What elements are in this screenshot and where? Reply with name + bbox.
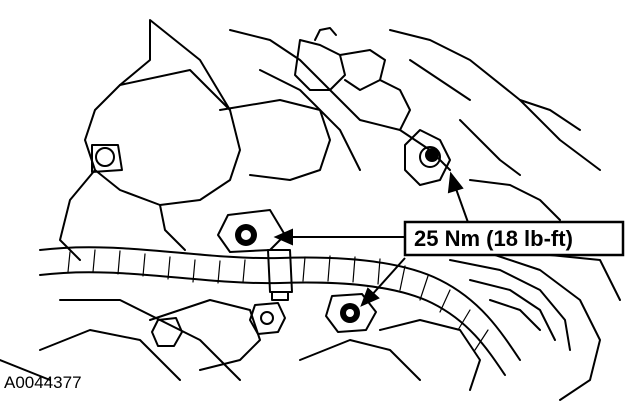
bolt-group	[235, 148, 439, 323]
bolt-head-lower-right-inner	[346, 309, 354, 317]
bolt-head-upper-right	[425, 148, 439, 162]
callout-text: 25 Nm (18 lb-ft)	[414, 226, 573, 251]
bolt-head-harness-inner	[241, 230, 251, 240]
torque-callout: 25 Nm (18 lb-ft)	[403, 220, 625, 257]
figure-id: A0044377	[4, 373, 82, 392]
engine-illustration	[0, 19, 621, 401]
callout-box	[403, 220, 625, 257]
